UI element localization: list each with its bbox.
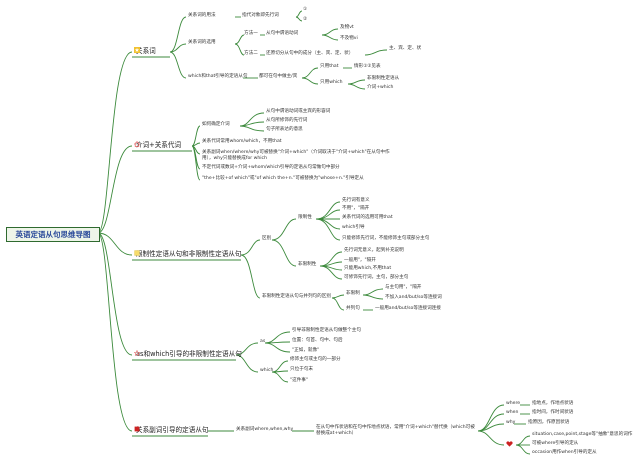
node[interactable]: 在从句中作状语和在句中作地点状语，常用"介词+which"替代换（which可被… <box>316 425 475 436</box>
node[interactable]: 指原因，作原因状语 <box>528 420 570 425</box>
node[interactable]: 关系代词的选用可用that <box>342 215 393 220</box>
node[interactable]: 句子所表达的意思 <box>266 127 303 132</box>
node[interactable]: 还原切分从句中的成分（主、宾、定、状） <box>266 51 354 56</box>
node[interactable]: where <box>506 401 521 406</box>
branch-relative-adverbs[interactable]: 关系副词引导的定语从句 <box>134 426 209 434</box>
root-topic[interactable]: 英语定语从句思维导图 <box>6 227 100 242</box>
node[interactable]: 一般用and/but/so等连接词连接 <box>375 306 441 311</box>
node[interactable]: 只位于句末 <box>290 367 313 372</box>
link-root-b4 <box>97 232 133 356</box>
node[interactable]: 非限制性定语从句与并列句的区别 <box>262 294 331 299</box>
node[interactable]: "这件事" <box>290 378 309 383</box>
node[interactable]: 区别 <box>262 236 272 241</box>
node[interactable]: 不加入and/but/so等连接词 <box>385 295 442 300</box>
node[interactable]: 情形①②见表 <box>354 64 381 69</box>
link-root-b5 <box>97 232 133 432</box>
node[interactable]: 关系副词when/where/why可被替换"介词+which"（介词取决于"介… <box>202 150 390 161</box>
note-icon <box>134 250 140 256</box>
node[interactable]: 可被where引导的定从 <box>532 441 579 446</box>
node[interactable]: 都可在句中做主/宾 <box>259 74 298 79</box>
branch-prep-relative-pronoun[interactable]: 介词+关系代词 <box>134 141 182 149</box>
node[interactable]: 指地点，作地点状语 <box>532 401 574 406</box>
node[interactable]: 限制性 <box>298 215 312 220</box>
home-icon <box>134 141 140 147</box>
node[interactable]: occasion用作when引导的定从 <box>532 450 597 455</box>
node[interactable]: 可修饰先行词，主句，部分主句 <box>344 275 409 280</box>
node[interactable]: 只用which <box>320 80 343 85</box>
node[interactable]: 非限制性 <box>298 262 317 267</box>
node[interactable]: 非限制性定语从 <box>367 76 400 81</box>
node[interactable]: 指代对象即先行词 <box>242 13 279 18</box>
node[interactable]: which和that引导的定语从句 <box>188 74 248 79</box>
node[interactable]: 从句中谓语动词 <box>266 31 299 36</box>
node[interactable]: which引导 <box>342 225 365 230</box>
branch-restrictive-nonrestrictive[interactable]: 限制性定语从句和非限制性定语从句 <box>134 250 242 258</box>
node[interactable]: which <box>260 368 274 373</box>
node[interactable]: situation,case,point,stage等"抽象"意思的词作 <box>532 432 633 437</box>
node[interactable]: 主、宾、定、状 <box>389 46 422 51</box>
node[interactable]: when <box>506 410 519 415</box>
node[interactable]: "the+比较+of which"或"of which the+n."可被替换为… <box>202 176 364 181</box>
node[interactable]: 只能用which,不用that <box>344 266 392 271</box>
node[interactable]: 非限制 <box>346 291 360 296</box>
link-root-b3 <box>97 232 133 256</box>
node[interactable]: 关系副词where,when,why <box>236 427 294 432</box>
node[interactable]: 只用that <box>320 64 339 69</box>
square-icon <box>134 426 140 432</box>
node[interactable]: 引导非限制性定语从句做整个主句 <box>292 328 361 333</box>
node[interactable]: 方法二 <box>244 51 258 56</box>
node[interactable]: 如何确定介词 <box>202 122 230 127</box>
node[interactable]: "正如，就像" <box>292 348 320 353</box>
node[interactable]: 关系词的用法 <box>188 13 216 18</box>
star-icon <box>134 47 140 53</box>
node[interactable]: 从句中谓语动词或主宾的形容词 <box>266 109 331 114</box>
node[interactable]: 与主句用"，"隔开 <box>385 285 422 290</box>
node[interactable]: 不定代词或数词+介词+whom/which引导的定语从句常做句中部分 <box>202 165 340 170</box>
branch-relative-words[interactable]: 关系词 <box>134 47 156 55</box>
link-root-b1 <box>97 51 133 234</box>
node[interactable]: as <box>260 339 266 344</box>
node[interactable]: 只能修饰先行词，不能修饰主句或部分主句 <box>342 236 430 241</box>
node[interactable]: 不及物vi <box>340 36 358 41</box>
node[interactable]: 介词+which <box>367 85 394 90</box>
node[interactable]: 及物vt <box>340 25 354 30</box>
node[interactable]: ① <box>303 7 308 12</box>
node[interactable]: 关系代词常用whom/which，不用that <box>202 139 282 144</box>
node[interactable]: 指时间，作时间状语 <box>532 410 574 415</box>
node[interactable]: 位置：句首、句中、句后 <box>292 338 343 343</box>
star-outline-icon <box>134 350 140 356</box>
node[interactable]: 并列句 <box>346 306 360 311</box>
link-root-b2 <box>97 145 133 234</box>
branch-as-which[interactable]: as和which引导的非限制性定语从句 <box>134 350 242 358</box>
node[interactable]: 先行词无意义，起到补充说明 <box>344 248 404 253</box>
node[interactable]: 从句所修饰的先行词 <box>266 118 308 123</box>
node[interactable]: ② <box>303 17 308 22</box>
node[interactable]: 不用"，"隔开 <box>342 206 370 211</box>
node[interactable]: 先行词有意义 <box>342 198 370 203</box>
node[interactable]: 修饰主句或主句的一部分 <box>290 357 341 362</box>
node[interactable]: why <box>506 420 516 425</box>
node[interactable]: 关系词的选用 <box>188 40 216 45</box>
node[interactable]: 一般用"，"隔开 <box>344 258 376 263</box>
node[interactable]: 方法一 <box>244 31 258 36</box>
